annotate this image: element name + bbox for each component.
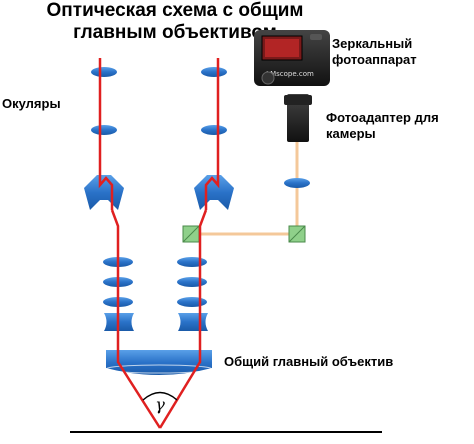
- left-eyepiece-lens-bottom: [91, 125, 117, 135]
- adapter-label-line-2: камеры: [326, 126, 376, 141]
- eyepieces-label: Окуляры: [2, 96, 61, 111]
- camera-brand-text: LMscope.com: [266, 70, 314, 78]
- left-eyepiece-lens-top: [91, 67, 117, 77]
- right-tube-lens: [178, 313, 208, 331]
- left-prism: [84, 175, 124, 210]
- right-eyepiece-lens-top: [201, 67, 227, 77]
- angle-gamma-label: γ: [155, 395, 165, 414]
- left-beam-upper: [98, 58, 114, 210]
- main-objective-lens: [106, 350, 212, 375]
- dslr-camera: LMscope.com: [254, 30, 330, 86]
- diagram-title: Оптическая схема с общим главным объекти…: [0, 0, 350, 44]
- camera-adapter-tube: [287, 94, 309, 142]
- objective-label: Общий главный объектив: [224, 354, 394, 369]
- adapter-lens: [284, 178, 310, 188]
- right-eyepiece-lens-bottom: [201, 125, 227, 135]
- right-beam-lower: [158, 209, 208, 429]
- angle-arc: [142, 391, 178, 401]
- right-beam-upper: [204, 58, 220, 210]
- camera-label-line-2: фотоаппарат: [332, 52, 417, 67]
- title-line-1: Оптическая схема с общим: [46, 0, 304, 21]
- right-prism: [194, 175, 234, 210]
- title-line-2: главным объективом: [73, 22, 277, 43]
- right-zoom-lens-1: [177, 257, 207, 267]
- right-zoom-lens-2: [177, 277, 207, 287]
- right-zoom-lens-3: [177, 297, 207, 307]
- adapter-label-line-1: Фотоадаптер для: [326, 110, 439, 125]
- camera-label-line-1: Зеркальный: [332, 36, 413, 51]
- left-beam-lower: [110, 209, 162, 429]
